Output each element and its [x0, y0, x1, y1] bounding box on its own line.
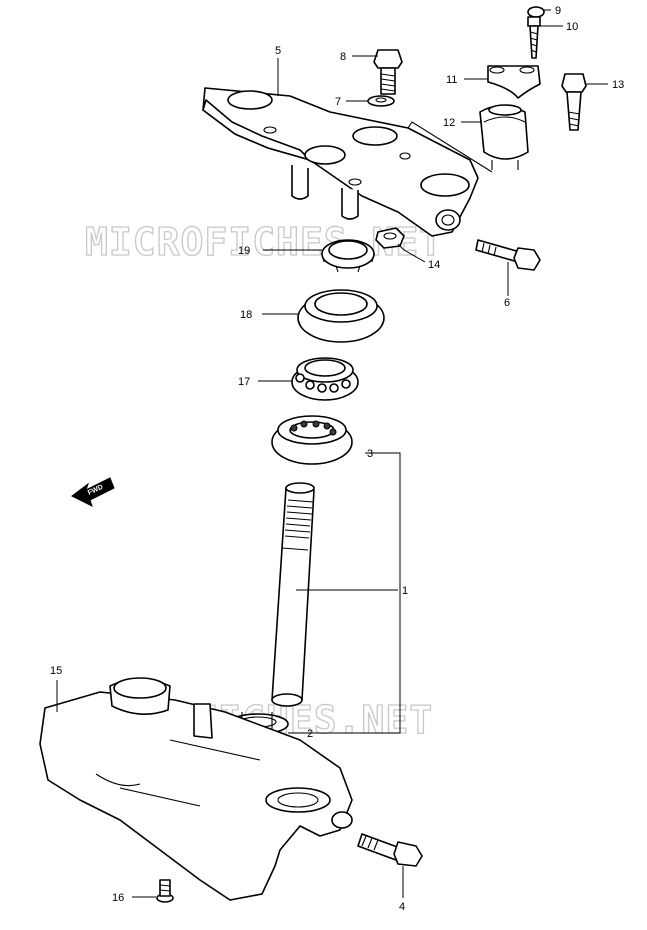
callout-4: 4 [399, 901, 405, 913]
cap-9[interactable] [527, 6, 545, 18]
callout-9: 9 [555, 5, 561, 17]
callout-10: 10 [566, 21, 578, 33]
handlebar-clamp-upper[interactable] [487, 65, 541, 99]
callout-7: 7 [335, 96, 341, 108]
steering-stem[interactable] [271, 482, 315, 707]
washer[interactable] [367, 95, 395, 107]
nut-14[interactable] [375, 227, 405, 249]
callout-5: 5 [275, 45, 281, 57]
callout-13: 13 [612, 79, 624, 91]
bolt-13[interactable] [561, 73, 587, 131]
lower-bearing[interactable] [271, 415, 353, 465]
callout-12: 12 [443, 117, 455, 129]
callout-15: 15 [50, 665, 62, 677]
callout-18: 18 [240, 309, 252, 321]
lower-bracket[interactable] [39, 677, 353, 901]
callout-labels: 5 8 7 9 10 11 12 13 14 6 19 18 17 3 1 2 … [50, 5, 624, 913]
forward-arrow-icon: FWD [71, 477, 115, 507]
bolt-4[interactable] [357, 833, 423, 867]
dust-seal[interactable] [297, 289, 385, 343]
callout-11: 11 [446, 74, 457, 86]
upper-bearing[interactable] [291, 357, 359, 401]
callout-2: 2 [307, 728, 313, 740]
bolt-8[interactable] [373, 49, 403, 95]
callout-8: 8 [340, 51, 346, 63]
callout-19: 19 [238, 245, 250, 257]
callout-16: 16 [112, 892, 124, 904]
screw-10[interactable] [527, 16, 541, 59]
handlebar-holder-lower[interactable] [479, 104, 529, 170]
lock-nut[interactable] [321, 239, 375, 273]
callout-14: 14 [428, 259, 440, 271]
callout-1: 1 [402, 585, 408, 597]
bolt-6[interactable] [475, 239, 541, 271]
upper-bracket[interactable] [202, 87, 493, 237]
callout-17: 17 [238, 376, 250, 388]
callout-3: 3 [367, 448, 373, 460]
leader-lines [56, 9, 608, 898]
screw-16[interactable] [156, 879, 174, 903]
callout-6: 6 [504, 297, 510, 309]
